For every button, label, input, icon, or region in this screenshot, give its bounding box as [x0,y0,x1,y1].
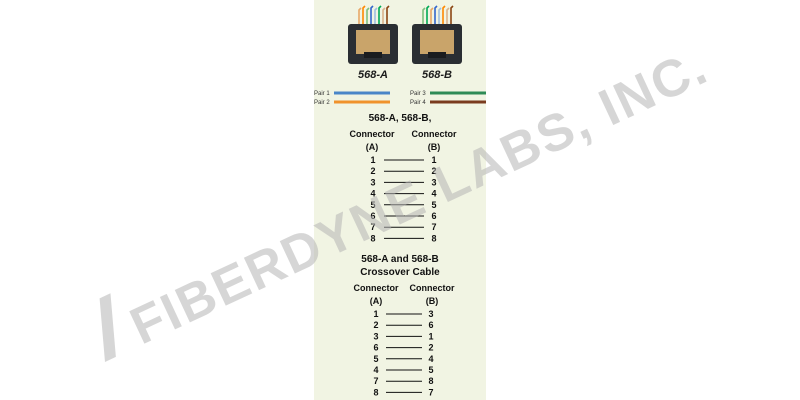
crossover-pin-a: 8 [373,387,378,397]
crossover-pin-a: 2 [373,320,378,330]
legend-pair-2-label: Pair 2 [314,100,330,106]
straight-pin-a: 7 [370,222,375,232]
crossover-pin-b: 4 [428,354,433,364]
rj45-contacts-icon [420,30,454,54]
rj45-contacts-icon [356,30,390,54]
straight-pin-a: 6 [370,211,375,221]
straight-col-b-sub: (B) [428,142,441,152]
straight-pin-b: 3 [431,177,436,187]
wire-strand [378,5,382,30]
wire-strand [374,7,378,30]
straight-col-a-sub: (A) [366,142,379,152]
crossover-col-a-sub: (A) [370,296,383,306]
legend-pair-3-label: Pair 3 [410,91,426,97]
crossover-col-b-header: Connector [410,283,455,293]
straight-through-section: 568-A, 568-B, Connector Connector (A) (B… [350,113,457,243]
wire-strand [426,5,430,30]
straight-pin-b: 2 [431,166,436,176]
crossover-pin-a: 5 [373,354,378,364]
wire-strand [442,5,446,30]
straight-col-a-header: Connector [350,129,395,139]
wire-strand [450,5,454,30]
crossover-pin-a: 6 [373,343,378,353]
wire-strand [430,7,434,30]
connector-568a-wires [358,5,390,30]
crossover-col-a-header: Connector [354,283,399,293]
straight-pin-a: 5 [370,200,375,210]
connector-568b-wires [422,5,454,30]
wire-strand [370,5,374,30]
wire-strand [446,7,450,30]
wire-strand [386,5,390,30]
crossover-pin-a: 1 [373,309,378,319]
diagram-panel: 568-A 568-B Pair 1 Pair 2 Pair 3 Pair 4 … [314,0,486,400]
straight-pin-b: 6 [431,211,436,221]
crossover-pin-b: 8 [428,376,433,386]
wire-strand [362,5,366,30]
straight-pin-a: 3 [370,177,375,187]
crossover-title-line2: Crossover Cable [360,267,440,278]
crossover-pin-b: 1 [428,331,433,341]
crossover-section: 568-A and 568-B Crossover Cable Connecto… [354,254,455,397]
crossover-pin-a: 3 [373,331,378,341]
connector-568a-label: 568-A [358,69,388,81]
pair-legend: Pair 1 Pair 2 Pair 3 Pair 4 [314,91,486,106]
straight-pin-b: 4 [431,189,436,199]
wire-strand [358,7,362,30]
connectors-graphic: 568-A 568-B Pair 1 Pair 2 Pair 3 Pair 4 [314,5,486,106]
crossover-title-line1: 568-A and 568-B [361,254,438,265]
crossover-pin-a: 4 [373,365,378,375]
wire-strand [434,5,438,30]
straight-pin-a: 8 [370,233,375,243]
connector-568a: 568-A [348,5,398,81]
wire-strand [422,7,426,30]
connector-568b: 568-B [412,5,462,81]
crossover-col-b-sub: (B) [426,296,439,306]
fiberdyne-logo-icon [99,293,116,362]
straight-pin-b: 5 [431,200,436,210]
wire-strand [438,7,442,30]
crossover-pin-b: 3 [428,309,433,319]
crossover-pin-b: 7 [428,387,433,397]
straight-pin-a: 2 [370,166,375,176]
straight-pin-a: 1 [370,155,375,165]
crossover-pin-a: 7 [373,376,378,386]
crossover-pin-b: 2 [428,343,433,353]
straight-pin-a: 4 [370,189,375,199]
legend-pair-4-label: Pair 4 [410,100,426,106]
straight-pin-b: 1 [431,155,436,165]
wire-strand [366,7,370,30]
straight-title: 568-A, 568-B, [369,113,432,124]
straight-col-b-header: Connector [412,129,457,139]
connector-568b-label: 568-B [422,69,452,81]
crossover-pin-b: 6 [428,320,433,330]
legend-pair-1-label: Pair 1 [314,91,330,97]
wire-strand [382,7,386,30]
straight-pin-b: 8 [431,233,436,243]
straight-pin-b: 7 [431,222,436,232]
crossover-pin-b: 5 [428,365,433,375]
